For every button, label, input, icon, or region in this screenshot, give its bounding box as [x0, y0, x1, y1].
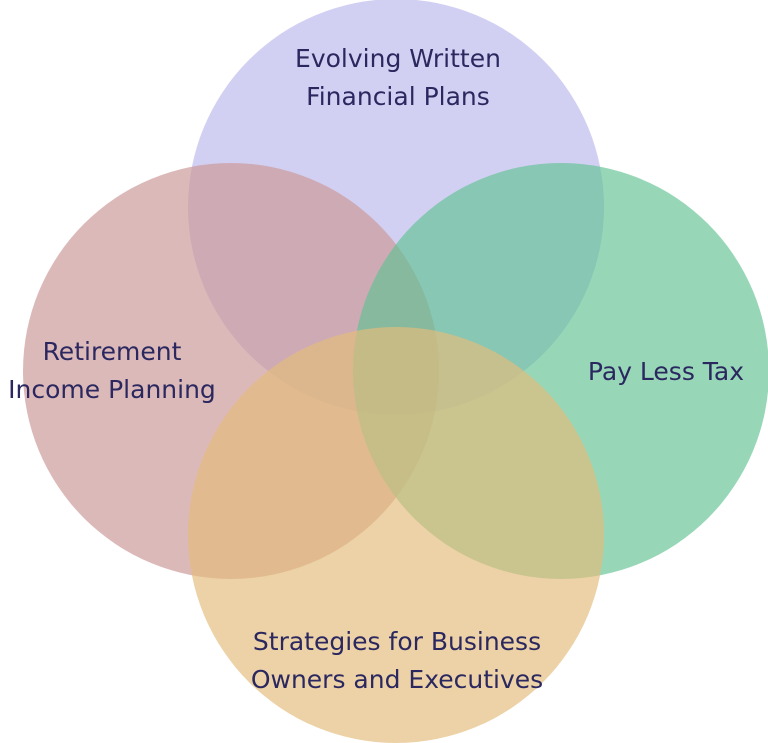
label-top-line-2: Financial Plans: [306, 82, 490, 111]
circle-strategies-business-owners: [188, 327, 604, 743]
label-right: Pay Less Tax: [588, 357, 744, 386]
label-bottom-line-1: Strategies for Business: [253, 627, 541, 656]
label-left-line-1: Retirement: [43, 337, 182, 366]
label-bottom-line-2: Owners and Executives: [251, 665, 543, 694]
label-top-line-1: Evolving Written: [295, 44, 501, 73]
label-left-line-2: Income Planning: [8, 375, 216, 404]
